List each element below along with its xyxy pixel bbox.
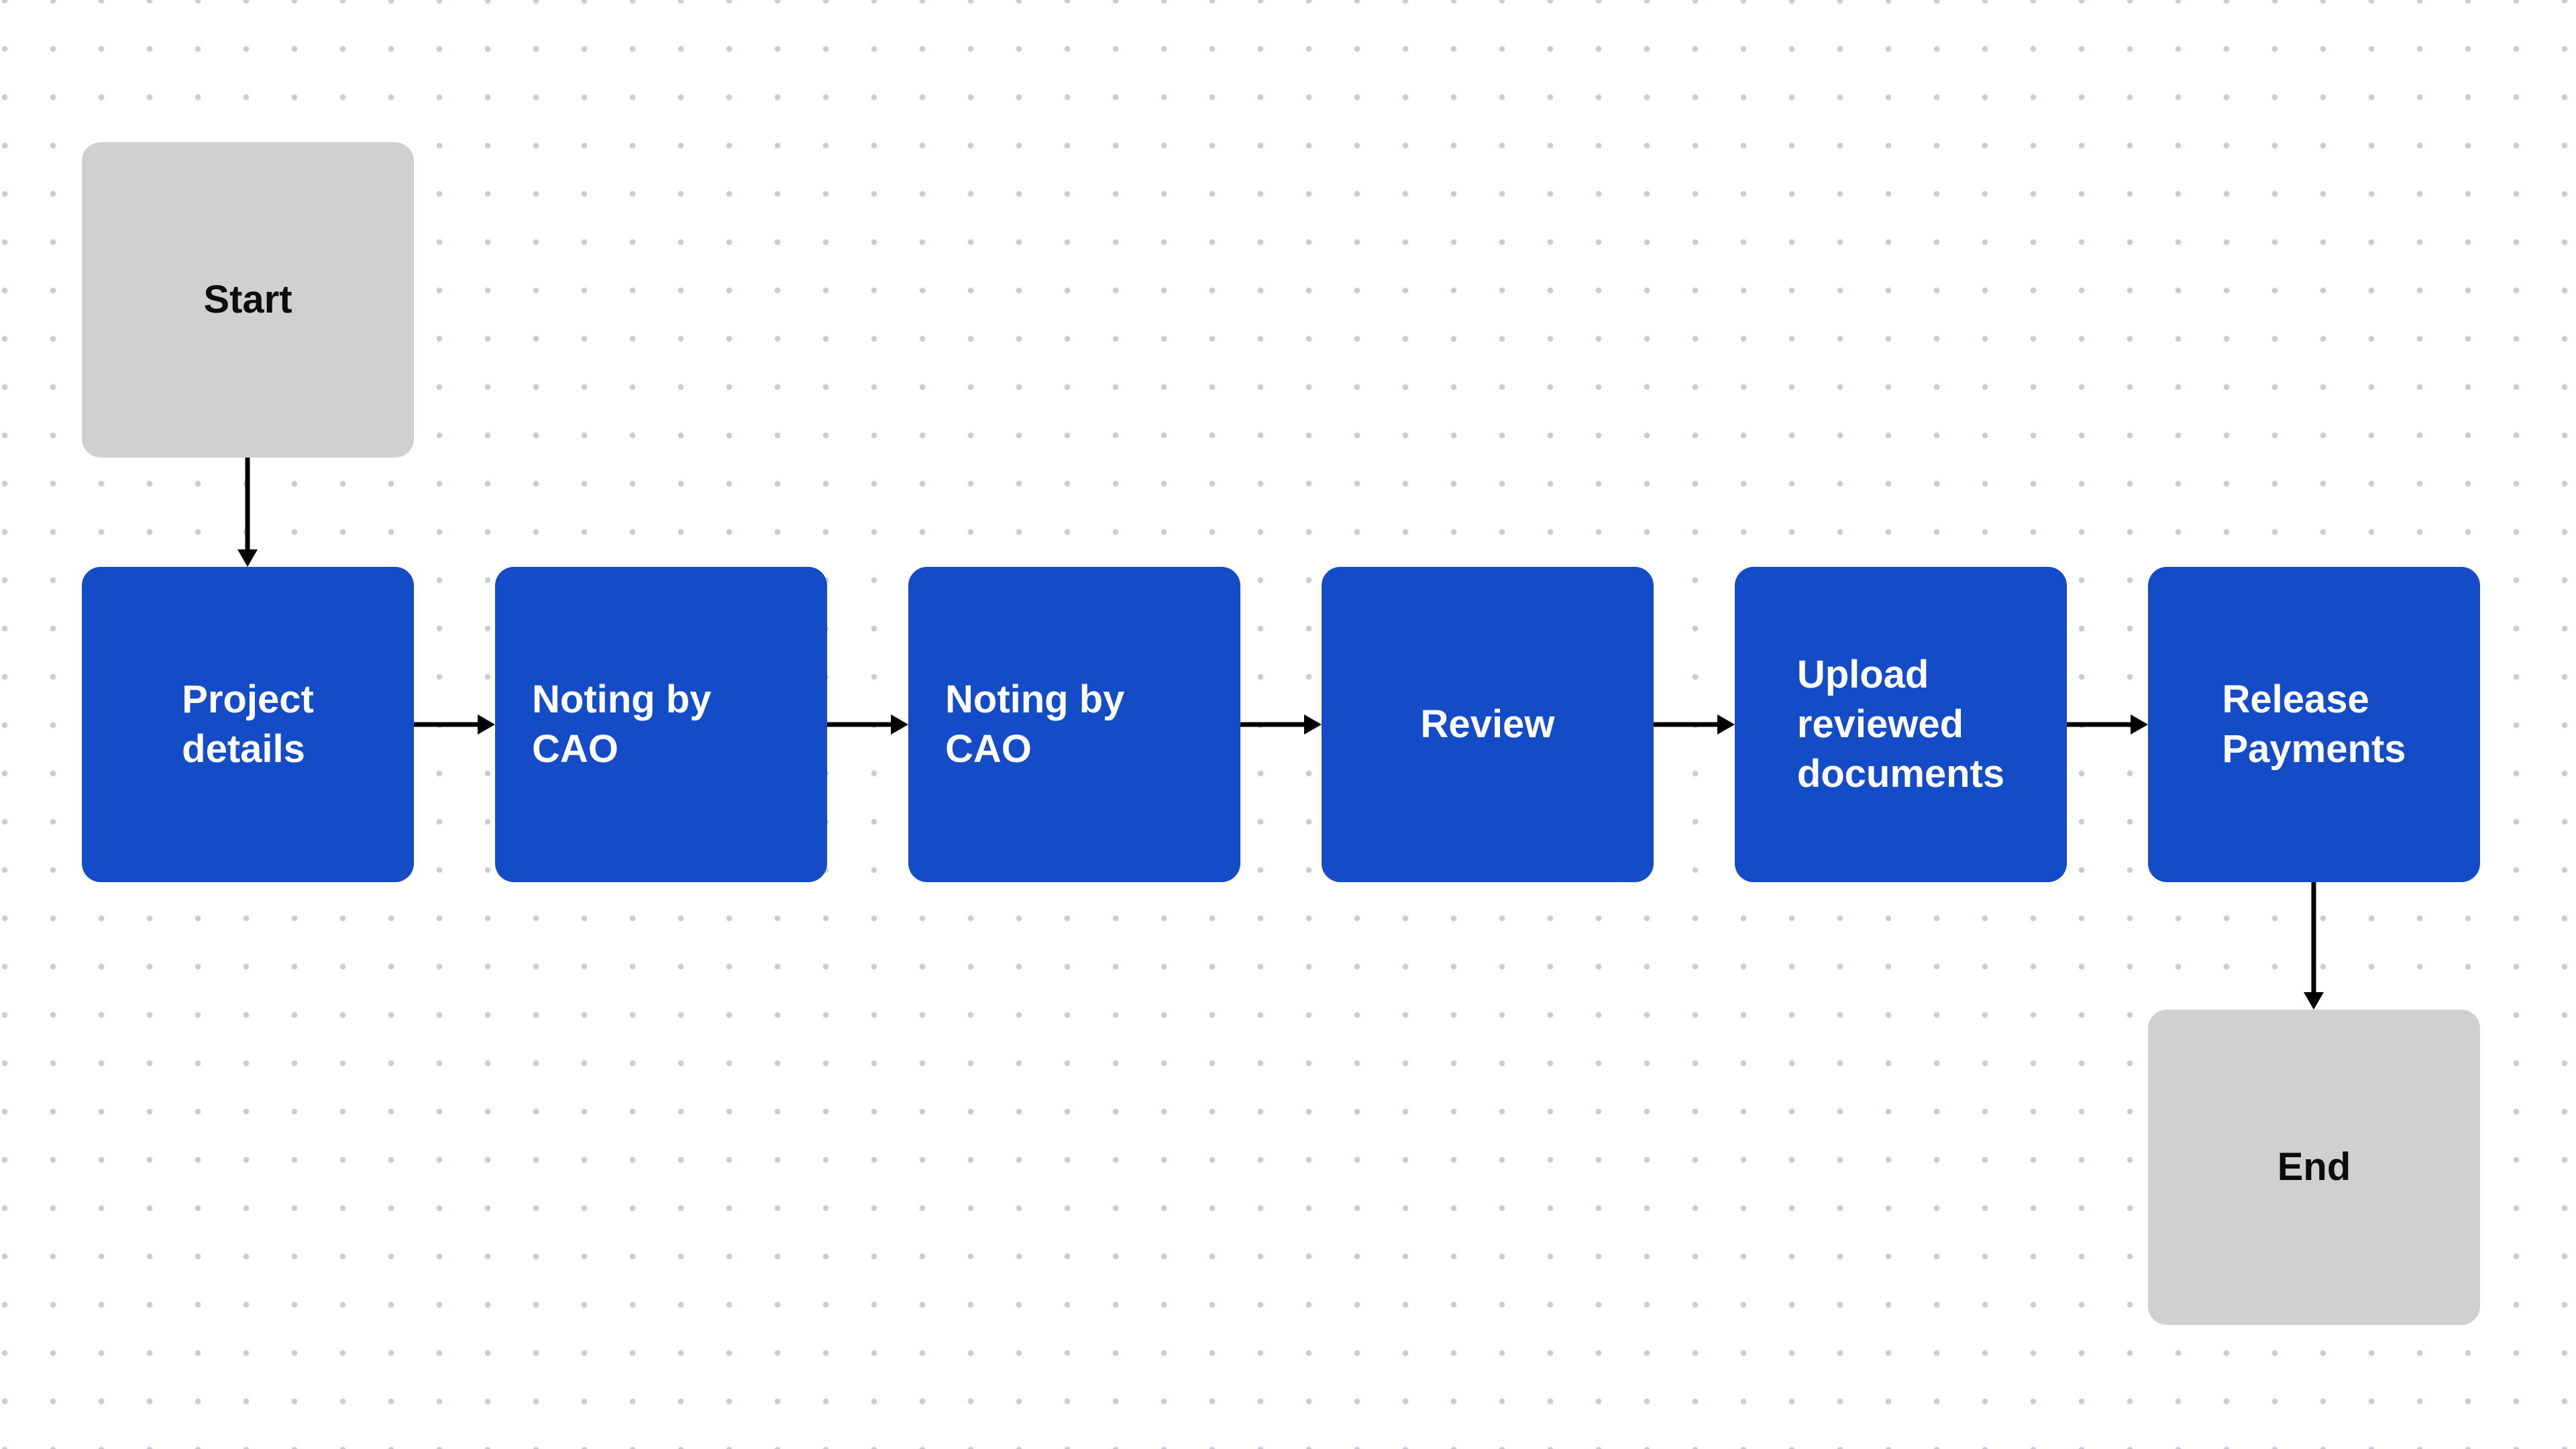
- arrowhead-right-icon: [1304, 714, 1322, 735]
- arrowhead-down-icon: [237, 549, 258, 567]
- node-project-details[interactable]: Project details: [82, 567, 414, 882]
- arrowhead-right-icon: [478, 714, 495, 735]
- edge-noting-by-cao-1-to-noting-by-cao-2[interactable]: [827, 714, 908, 735]
- edge-upload-reviewed-documents-to-release-payments[interactable]: [2067, 714, 2148, 735]
- edge-review-to-upload-reviewed-documents[interactable]: [1654, 714, 1735, 735]
- node-label: Noting by CAO: [945, 678, 1125, 771]
- edge-project-details-to-noting-by-cao-1[interactable]: [414, 714, 495, 735]
- arrowhead-right-icon: [891, 714, 908, 735]
- node-label: End: [2277, 1145, 2351, 1189]
- node-end[interactable]: End: [2148, 1010, 2480, 1325]
- edge-start-to-project-details[interactable]: [237, 458, 258, 567]
- arrowhead-right-icon: [1717, 714, 1735, 735]
- node-label: Noting by CAO: [532, 678, 712, 771]
- node-noting-by-cao-2[interactable]: Noting by CAO: [908, 567, 1240, 882]
- node-upload-reviewed-documents[interactable]: Upload reviewed documents: [1735, 567, 2067, 882]
- edge-release-payments-to-end[interactable]: [2304, 882, 2324, 1010]
- arrowhead-right-icon: [2131, 714, 2148, 735]
- edge-noting-by-cao-2-to-review[interactable]: [1240, 714, 1322, 735]
- arrowhead-down-icon: [2304, 992, 2324, 1010]
- node-label: Start: [203, 278, 292, 321]
- node-label: Release Payments: [2222, 678, 2406, 771]
- node-label: Upload reviewed documents: [1796, 653, 2005, 796]
- node-label: Project details: [182, 678, 314, 771]
- node-release-payments[interactable]: Release Payments: [2148, 567, 2480, 882]
- node-noting-by-cao-1[interactable]: Noting by CAO: [495, 567, 827, 882]
- node-label: Review: [1420, 702, 1555, 746]
- node-start[interactable]: Start: [82, 142, 414, 458]
- node-review[interactable]: Review: [1322, 567, 1654, 882]
